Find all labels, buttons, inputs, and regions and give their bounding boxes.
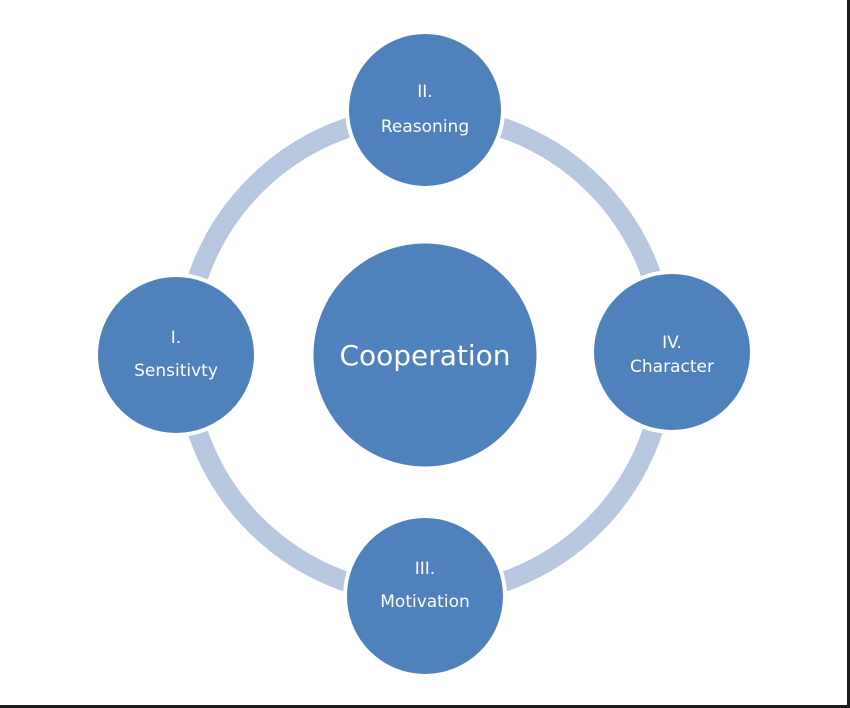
node-character-circle — [590, 270, 754, 434]
node-reasoning-circle — [345, 30, 505, 190]
node-motivation-label: Motivation — [380, 592, 470, 612]
node-reasoning-number: II. — [417, 82, 432, 102]
node-character: IV. Character — [590, 270, 754, 434]
node-character-label: Character — [630, 357, 714, 377]
center-node-label: Cooperation — [339, 339, 510, 372]
node-motivation: III. Motivation — [343, 514, 507, 678]
node-sensitivity-circle — [94, 273, 258, 437]
node-sensitivity: I. Sensitivty — [94, 273, 258, 437]
center-node: Cooperation — [310, 240, 540, 470]
node-reasoning-label: Reasoning — [381, 117, 469, 137]
node-character-number: IV. — [662, 333, 682, 353]
node-sensitivity-label: Sensitivty — [134, 361, 218, 381]
node-reasoning: II. Reasoning — [345, 30, 505, 190]
center-node-circle — [310, 240, 540, 470]
node-motivation-circle — [343, 514, 507, 678]
node-sensitivity-number: I. — [171, 328, 181, 348]
node-motivation-number: III. — [415, 559, 435, 579]
